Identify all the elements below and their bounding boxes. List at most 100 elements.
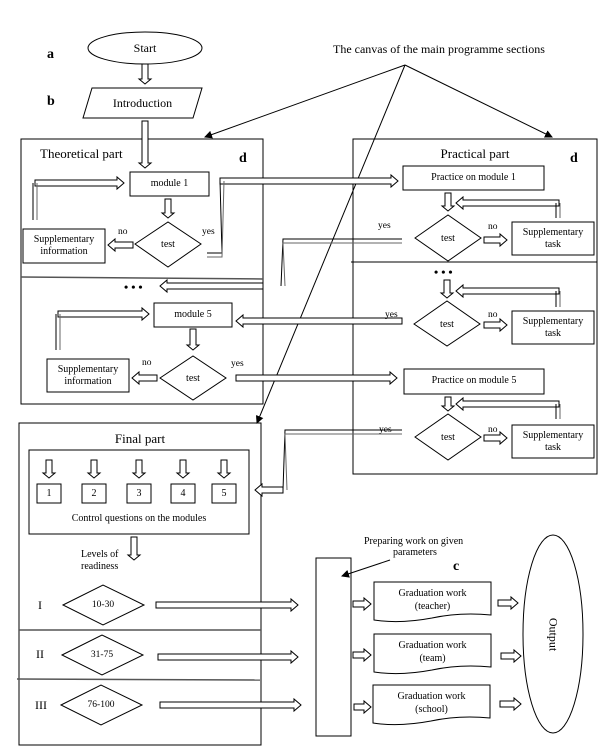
level-1-diamond bbox=[61, 584, 146, 626]
teacher-to-output-arrow bbox=[497, 595, 519, 611]
supplementary-task-5-box bbox=[511, 424, 595, 459]
supplementary-info-1-l2: information bbox=[40, 246, 88, 257]
practice1-to-test-arrow bbox=[440, 192, 456, 212]
test5-no-arrow bbox=[131, 370, 158, 386]
graduation-team-l1: Graduation work bbox=[398, 640, 467, 651]
supp-task-mid-return-arrow bbox=[455, 283, 560, 299]
practice-yes-to-final-arrow bbox=[254, 482, 284, 498]
question-4-arrow bbox=[175, 459, 191, 479]
output-node bbox=[522, 534, 584, 734]
graduation-teacher-l2: (teacher) bbox=[414, 601, 451, 612]
preparing-label-l2: parameters bbox=[393, 547, 437, 558]
practice-test-mid-diamond bbox=[413, 300, 481, 347]
theory-test-1-diamond bbox=[134, 221, 202, 268]
module-1-box bbox=[129, 171, 210, 197]
preparing-label-l1: Preparing work on given bbox=[364, 536, 464, 547]
module1-to-test-arrow bbox=[160, 198, 176, 219]
supp-task-1-stem bbox=[555, 203, 561, 218]
final-part-panel bbox=[18, 422, 262, 746]
question-2-box bbox=[81, 483, 107, 504]
output-label: Output bbox=[546, 617, 561, 652]
module-5-label: module 5 bbox=[174, 309, 212, 320]
question-1-label: 1 bbox=[46, 488, 52, 499]
control-questions-panel bbox=[28, 449, 250, 535]
level-2-numeral: II bbox=[36, 647, 44, 661]
question-1-arrow bbox=[41, 459, 57, 479]
level3-arrow bbox=[159, 697, 302, 713]
supplementary-task-1-box bbox=[511, 221, 595, 256]
module5-to-test-arrow bbox=[185, 328, 201, 351]
start-to-intro-arrow bbox=[137, 63, 153, 85]
question-3-arrow bbox=[131, 459, 147, 479]
question-5-label: 5 bbox=[221, 488, 227, 499]
theory-no-5: no bbox=[142, 358, 152, 368]
practice-test1-no-arrow bbox=[483, 232, 508, 248]
control-questions-caption: Control questions on the modules bbox=[71, 513, 207, 524]
level1-arrow bbox=[155, 597, 299, 613]
test1-yes-connector bbox=[207, 180, 225, 258]
theory-no-1: no bbox=[118, 227, 128, 237]
theory-continue-arrow bbox=[159, 278, 264, 294]
level-3-diamond bbox=[59, 684, 144, 726]
practice-yes-5: yes bbox=[379, 425, 392, 435]
supplementary-info-5-l2: information bbox=[64, 376, 112, 387]
level-2-range: 31-75 bbox=[90, 650, 114, 660]
supplementary-task-mid-box bbox=[511, 310, 595, 345]
practice-test-mid-label: test bbox=[440, 319, 454, 330]
theory-ellipsis: • • • bbox=[124, 280, 143, 294]
question-4-box bbox=[170, 483, 196, 504]
levels-readiness-l2: readiness bbox=[81, 561, 119, 572]
question-5-box bbox=[211, 483, 237, 504]
canvas-title: The canvas of the main programme section… bbox=[333, 42, 545, 56]
graduation-team-l2: (team) bbox=[419, 653, 446, 664]
intro-to-module1-arrow bbox=[137, 120, 153, 169]
supp-info-1-return-arrow bbox=[34, 175, 125, 191]
graduation-school-l2: (school) bbox=[415, 704, 448, 715]
supplementary-task-5-l2: task bbox=[544, 442, 562, 453]
supplementary-information-1-box bbox=[22, 228, 106, 264]
question-1-box bbox=[36, 483, 62, 504]
practice-test5-no-arrow bbox=[483, 430, 508, 446]
marker-b: b bbox=[47, 94, 55, 109]
school-to-output-arrow bbox=[499, 696, 522, 712]
supplementary-task-mid-l2: task bbox=[544, 328, 562, 339]
theory-test-5-diamond bbox=[159, 355, 227, 401]
supplementary-task-1-l1: Supplementary bbox=[522, 227, 584, 238]
practice-test-mid-no-arrow bbox=[483, 317, 508, 333]
graduation-teacher-l1: Graduation work bbox=[398, 588, 467, 599]
theory-yes-5: yes bbox=[231, 359, 244, 369]
supplementary-information-5-box bbox=[46, 358, 130, 393]
theory-yes-1: yes bbox=[202, 227, 215, 237]
introduction-label: Introduction bbox=[112, 96, 173, 110]
supp-task-5-stem bbox=[555, 404, 561, 419]
start-label: Start bbox=[133, 41, 157, 55]
practice-no-mid: no bbox=[488, 310, 498, 320]
practice-test1-yes-connector bbox=[280, 238, 402, 287]
practice-test-5-label: test bbox=[441, 432, 455, 443]
prep-to-school-arrow bbox=[353, 699, 372, 715]
practice-yes-to-module5-arrow bbox=[235, 313, 403, 329]
marker-a: a bbox=[47, 47, 54, 62]
team-to-output-arrow bbox=[500, 648, 522, 664]
graduation-school-l1: Graduation work bbox=[397, 691, 466, 702]
marker-c: c bbox=[453, 559, 460, 574]
module-1-label: module 1 bbox=[150, 178, 189, 189]
supplementary-info-5-l1: Supplementary bbox=[57, 364, 119, 375]
supplementary-task-mid-l1: Supplementary bbox=[522, 316, 584, 327]
prep-to-teacher-arrow bbox=[352, 596, 372, 612]
level-3-numeral: III bbox=[35, 698, 47, 712]
levels-readiness-l1: Levels of bbox=[81, 549, 119, 560]
question-4-label: 4 bbox=[180, 488, 186, 499]
marker-d-theory: d bbox=[239, 151, 247, 166]
supp-task-5-return-arrow bbox=[455, 396, 560, 412]
module-5-box bbox=[153, 302, 233, 328]
introduction-node bbox=[82, 87, 203, 119]
practice-no-5: no bbox=[488, 425, 498, 435]
preparing-column bbox=[315, 557, 352, 737]
practice-module-5-box bbox=[403, 368, 545, 395]
theory-test-5-label: test bbox=[186, 373, 200, 384]
supp-info-1-stem bbox=[32, 183, 38, 220]
question-2-label: 2 bbox=[91, 488, 97, 499]
graduation-teacher-doc bbox=[373, 581, 492, 623]
questions-to-levels-arrow bbox=[126, 536, 142, 561]
